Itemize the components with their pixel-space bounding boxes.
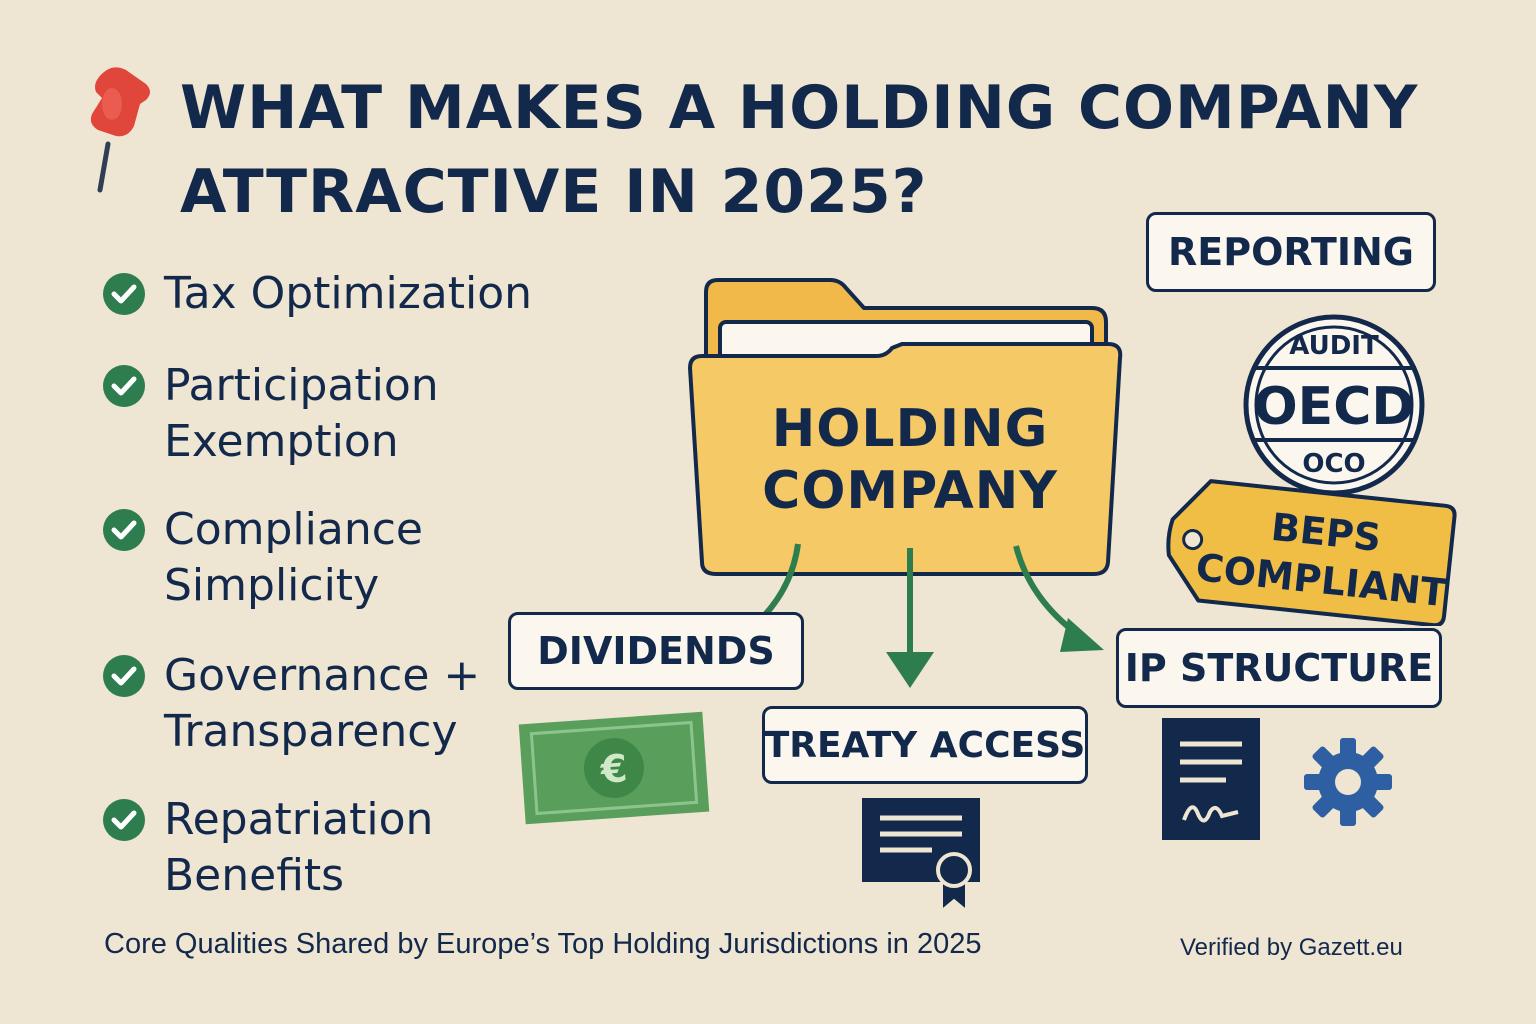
checklist-item-label: Governance + — [164, 650, 481, 701]
treaty-access-label-text: TREATY ACCESS — [764, 724, 1086, 766]
checklist-item-label: Exemption — [164, 416, 399, 467]
arrowhead-treaty-access — [886, 652, 934, 688]
svg-text:€: € — [598, 746, 628, 792]
checklist-item: Governance + Transparency — [102, 648, 480, 760]
footer-caption: Core Qualities Shared by Europe’s Top Ho… — [104, 928, 982, 960]
checklist-item-label: Transparency — [164, 706, 458, 757]
dividends-label-text: DIVIDENDS — [537, 629, 775, 673]
price-tag-icon: BEPS COMPLIANT — [1166, 479, 1457, 626]
page-title: WHAT MAKES A HOLDING COMPANY ATTRACTIVE … — [180, 66, 1430, 234]
folder-icon — [688, 278, 1123, 576]
flow-arrows — [757, 543, 1104, 688]
checklist-item-label: Simplicity — [164, 560, 380, 611]
audit-stamp-icon: AUDIT OECD OCO — [1243, 314, 1425, 496]
reporting-label: REPORTING — [1146, 212, 1436, 292]
title-line-1: WHAT MAKES A HOLDING COMPANY — [180, 73, 1419, 143]
checklist-item: Tax Optimization — [102, 266, 532, 322]
stamp-bottom-text: OCO — [1302, 449, 1365, 479]
checklist-item-label: Benefits — [164, 850, 345, 901]
check-circle-icon — [103, 655, 145, 697]
checklist-item-label: Participation — [164, 360, 439, 411]
pushpin-icon — [90, 67, 150, 193]
check-circle-icon — [103, 799, 145, 841]
certificate-icon — [862, 798, 980, 912]
folder-label-line-2: COMPANY — [762, 461, 1058, 521]
checklist-item-label: Repatriation — [164, 794, 434, 845]
folder-label-line-1: HOLDING — [771, 399, 1049, 459]
arrow-to-dividends — [757, 543, 801, 623]
checklist-item: Participation Exemption — [102, 358, 439, 470]
gear-icon — [1304, 738, 1392, 826]
checklist-item: Repatriation Benefits — [102, 792, 433, 904]
signed-document-icon — [1162, 718, 1260, 840]
checklist-item: Compliance Simplicity — [102, 502, 423, 614]
check-circle-icon — [103, 509, 145, 551]
checklist-item-label: Tax Optimization — [164, 268, 533, 319]
check-circle-icon — [103, 365, 145, 407]
folder-label: HOLDING COMPANY — [700, 398, 1120, 522]
title-line-2: ATTRACTIVE IN 2025? — [180, 157, 928, 227]
footer-verified-by: Verified by Gazett.eu — [1180, 934, 1403, 961]
ip-structure-label: IP STRUCTURE — [1116, 628, 1442, 708]
treaty-access-label: TREATY ACCESS — [762, 706, 1088, 784]
arrowhead-ip-structure — [1060, 618, 1104, 652]
dividends-label: DIVIDENDS — [508, 612, 804, 690]
check-circle-icon — [103, 273, 145, 315]
stamp-middle-text: OECD — [1253, 377, 1414, 437]
checklist-item-label: Compliance — [164, 504, 423, 555]
reporting-label-text: REPORTING — [1168, 230, 1414, 274]
ip-structure-label-text: IP STRUCTURE — [1124, 646, 1434, 690]
stamp-top-text: AUDIT — [1289, 331, 1379, 361]
euro-banknote-icon: € — [518, 711, 710, 825]
